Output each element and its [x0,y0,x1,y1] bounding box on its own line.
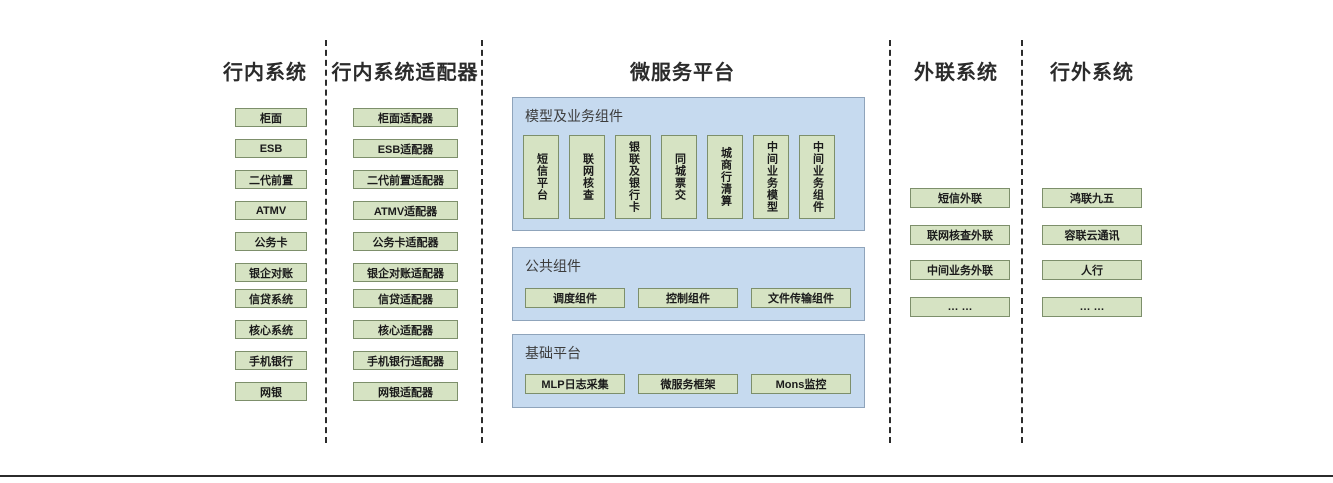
node-common-0[interactable]: 调度组件 [525,288,625,308]
vnode-label-model-2: 银联及银行卡 [627,141,640,213]
vnode-label-model-1: 联网核查 [581,153,594,201]
separator-1 [325,40,327,443]
panel-base-platform: 基础平台 [512,334,865,408]
node-base-0[interactable]: MLP日志采集 [525,374,625,394]
node-adapter-2[interactable]: 二代前置适配器 [353,170,458,189]
node-common-2[interactable]: 文件传输组件 [751,288,851,308]
separator-2 [481,40,483,443]
node-external-1[interactable]: 联网核查外联 [910,225,1010,245]
node-base-2[interactable]: Mons监控 [751,374,851,394]
separator-4 [1021,40,1023,443]
panel-common-components: 公共组件 [512,247,865,321]
node-adapter-8[interactable]: 手机银行适配器 [353,351,458,370]
node-internal-7[interactable]: 核心系统 [235,320,307,339]
vnode-model-6[interactable]: 中间业务组件 [799,135,835,219]
node-internal-5[interactable]: 银企对账 [235,263,307,282]
vnode-model-4[interactable]: 城商行清算 [707,135,743,219]
column-title-outside: 行外系统 [1050,62,1134,84]
node-external-3[interactable]: … … [910,297,1010,317]
node-adapter-0[interactable]: 柜面适配器 [353,108,458,127]
bottom-divider [0,475,1333,477]
vnode-model-3[interactable]: 同城票交 [661,135,697,219]
node-internal-2[interactable]: 二代前置 [235,170,307,189]
node-common-1[interactable]: 控制组件 [638,288,738,308]
node-base-1[interactable]: 微服务框架 [638,374,738,394]
node-external-0[interactable]: 短信外联 [910,188,1010,208]
column-title-platform: 微服务平台 [630,62,735,84]
node-internal-3[interactable]: ATMV [235,201,307,220]
column-title-adapters: 行内系统适配器 [331,62,479,84]
node-outside-1[interactable]: 容联云通讯 [1042,225,1142,245]
node-internal-6[interactable]: 信贷系统 [235,289,307,308]
node-adapter-3[interactable]: ATMV适配器 [353,201,458,220]
node-adapter-5[interactable]: 银企对账适配器 [353,263,458,282]
node-adapter-4[interactable]: 公务卡适配器 [353,232,458,251]
column-title-internal: 行内系统 [223,62,307,84]
node-internal-1[interactable]: ESB [235,139,307,158]
vnode-label-model-0: 短信平台 [535,153,548,201]
panel-title-common-components: 公共组件 [525,258,581,274]
node-outside-0[interactable]: 鸿联九五 [1042,188,1142,208]
node-outside-2[interactable]: 人行 [1042,260,1142,280]
node-internal-9[interactable]: 网银 [235,382,307,401]
node-adapter-1[interactable]: ESB适配器 [353,139,458,158]
vnode-label-model-3: 同城票交 [673,153,686,201]
vnode-label-model-5: 中间业务模型 [765,141,778,213]
node-adapter-7[interactable]: 核心适配器 [353,320,458,339]
vnode-model-1[interactable]: 联网核查 [569,135,605,219]
panel-title-base-platform: 基础平台 [525,345,581,361]
vnode-label-model-6: 中间业务组件 [811,141,824,213]
node-external-2[interactable]: 中间业务外联 [910,260,1010,280]
column-title-external-link: 外联系统 [914,62,998,84]
node-internal-0[interactable]: 柜面 [235,108,307,127]
node-outside-3[interactable]: … … [1042,297,1142,317]
panel-title-model-business: 模型及业务组件 [525,108,623,124]
node-internal-4[interactable]: 公务卡 [235,232,307,251]
vnode-label-model-4: 城商行清算 [719,147,732,207]
vnode-model-0[interactable]: 短信平台 [523,135,559,219]
node-internal-8[interactable]: 手机银行 [235,351,307,370]
node-adapter-6[interactable]: 信贷适配器 [353,289,458,308]
node-adapter-9[interactable]: 网银适配器 [353,382,458,401]
vnode-model-2[interactable]: 银联及银行卡 [615,135,651,219]
separator-3 [889,40,891,443]
vnode-model-5[interactable]: 中间业务模型 [753,135,789,219]
